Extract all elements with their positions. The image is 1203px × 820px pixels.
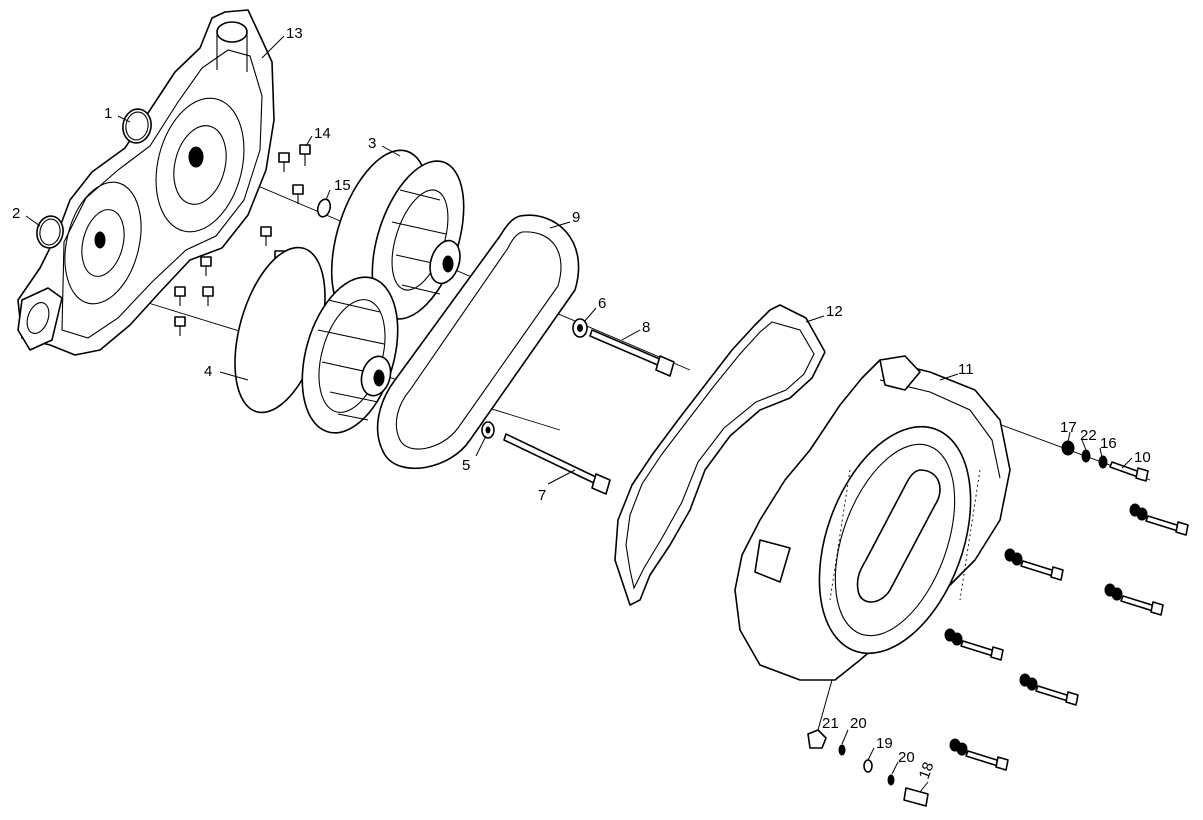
- driven-pulley-4: [234, 246, 399, 434]
- fastener-stack-upper: [1061, 440, 1149, 482]
- callout-5: 5: [462, 457, 470, 474]
- drive-pulley-3: [330, 149, 465, 321]
- outer-cover-11: [734, 355, 1011, 681]
- gasket-12: [614, 304, 826, 606]
- fastener-stack-lower: [807, 729, 929, 807]
- callout-21: 21: [822, 715, 839, 732]
- callout-22: 22: [1080, 427, 1097, 444]
- callout-numbers: 1 2 3 4 5 6 7 8 9 10 11 12 13 14 15 16 1…: [12, 25, 1151, 781]
- callout-20-b: 20: [898, 749, 915, 766]
- inner-case-backplate: [17, 9, 275, 356]
- washer-6: [572, 318, 588, 338]
- drive-belt-9: [376, 214, 580, 470]
- callout-4: 4: [204, 363, 212, 380]
- callout-20-a: 20: [850, 715, 867, 732]
- callout-11: 11: [958, 361, 974, 378]
- long-bolt-8: [589, 329, 675, 377]
- callout-1: 1: [104, 105, 112, 122]
- callout-10: 10: [1134, 449, 1151, 466]
- callout-18: 18: [916, 760, 938, 781]
- callout-6: 6: [598, 295, 606, 312]
- callout-19: 19: [876, 735, 893, 752]
- cover-bolt-set: [944, 503, 1189, 771]
- callout-leaders: [25, 35, 1133, 793]
- callout-7: 7: [538, 487, 546, 504]
- callout-14: 14: [314, 125, 331, 142]
- callout-16: 16: [1100, 435, 1117, 452]
- callout-12: 12: [826, 303, 843, 320]
- washer-5: [481, 421, 495, 439]
- callout-2: 2: [12, 205, 20, 222]
- long-bolt-7: [503, 433, 611, 495]
- callout-8: 8: [642, 319, 650, 336]
- o-ring-1: [122, 108, 152, 144]
- callout-15: 15: [334, 177, 351, 194]
- o-ring-15: [316, 198, 332, 218]
- callout-17: 17: [1060, 419, 1077, 436]
- o-ring-2: [36, 215, 64, 249]
- callout-3: 3: [368, 135, 376, 152]
- callout-9: 9: [572, 209, 580, 226]
- callout-13: 13: [286, 25, 303, 42]
